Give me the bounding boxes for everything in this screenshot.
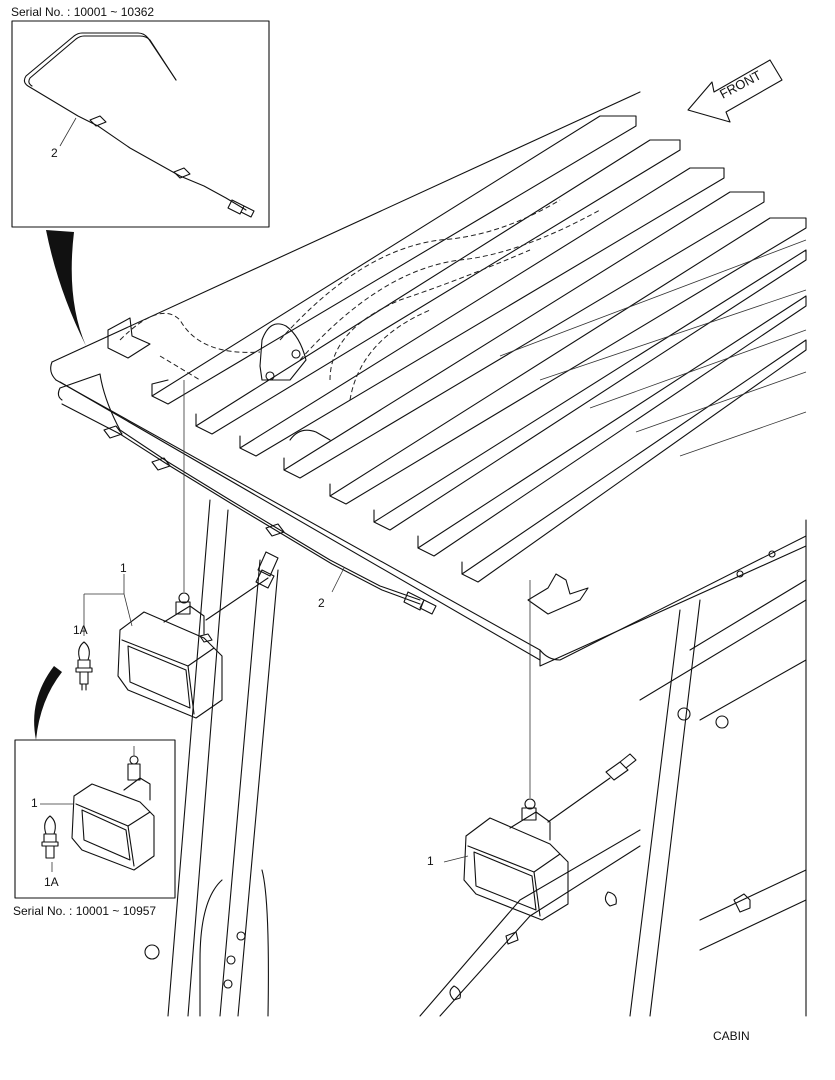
detail-arrow-icon (46, 230, 86, 346)
connector-icon (605, 753, 637, 781)
cabin-roof (50, 91, 807, 667)
roof-harness (57, 373, 437, 615)
callout-lamp-left: 1 (120, 561, 127, 575)
clip-icon (103, 425, 123, 439)
clip-icon (173, 167, 191, 179)
clip-icon (89, 115, 107, 127)
section-label: CABIN (713, 1029, 750, 1043)
harness-wire-inset (23, 32, 247, 211)
callout-lamp-inset: 1 (31, 796, 38, 810)
callout-bulb-main: 1A (73, 623, 88, 637)
callout-harness-main: 2 (318, 596, 325, 610)
serial-range-bottom: Serial No. : 10001 ~ 10957 (13, 904, 157, 918)
detail-arrow-icon (34, 666, 62, 740)
front-arrow-icon (687, 59, 783, 123)
work-lamp-right (463, 580, 637, 921)
bulb-icon (75, 641, 93, 691)
work-lamp-left (117, 380, 269, 719)
clip-icon (151, 457, 171, 471)
inset-top (11, 20, 270, 228)
roof-slats (151, 115, 807, 583)
cabin-frame (144, 499, 807, 1017)
clip-icon (265, 523, 285, 537)
connector-icon (227, 199, 255, 218)
serial-range-top: Serial No. : 10001 ~ 10362 (11, 5, 155, 19)
callout-bulb-inset: 1A (44, 875, 59, 889)
callout-harness-inset: 2 (51, 146, 58, 160)
inset-bottom (14, 739, 176, 899)
callout-lamp-right: 1 (427, 854, 434, 868)
connector-icon (403, 591, 437, 615)
